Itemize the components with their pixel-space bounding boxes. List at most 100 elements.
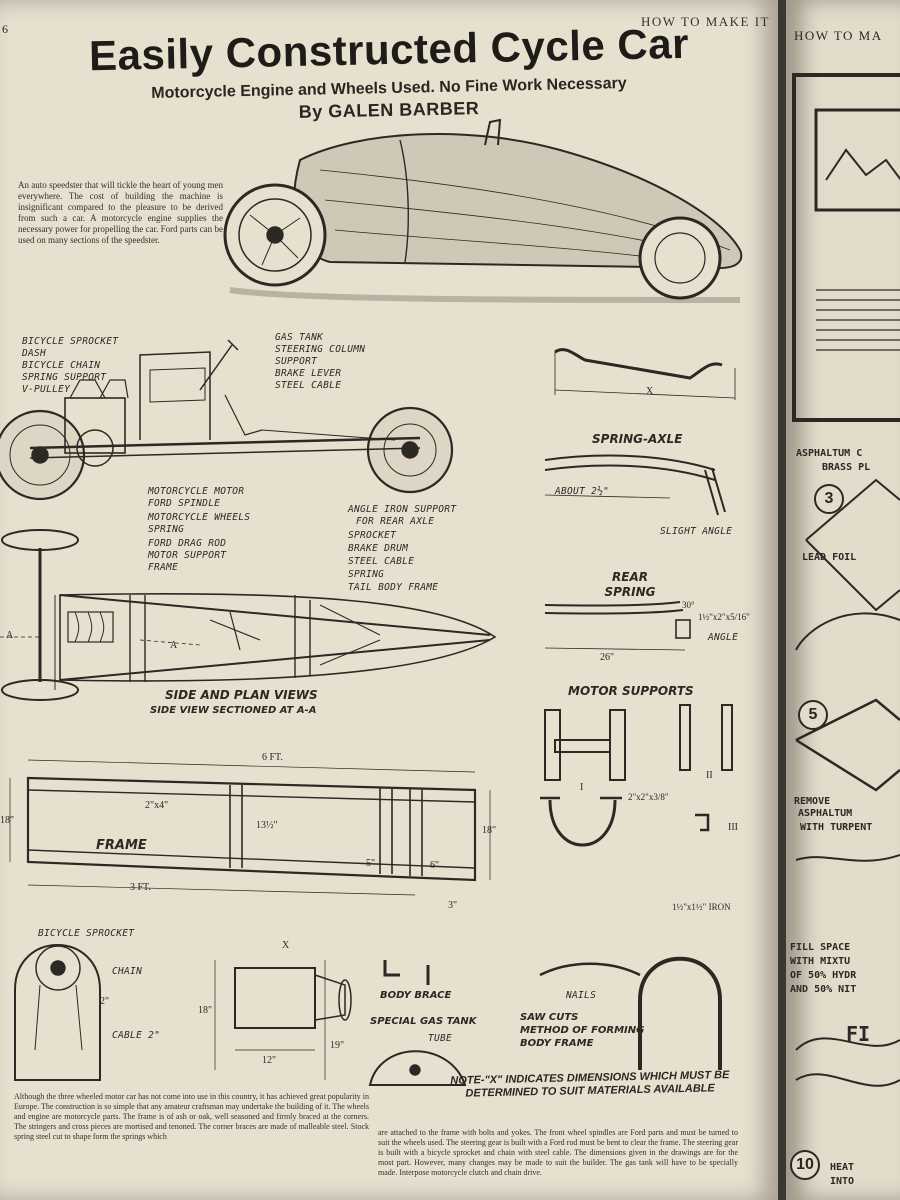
label-tail-body-frame: TAIL BODY FRAME xyxy=(348,582,439,593)
frame-length: 6 FT. xyxy=(262,752,283,763)
plan-view-drawing xyxy=(0,529,497,701)
section-mark-a-right: A xyxy=(170,640,178,651)
facing-label-brass: BRASS PL xyxy=(822,462,871,473)
rear-spring-angle: ANGLE xyxy=(708,632,739,643)
label-bicycle-sprocket: BICYCLE SPROCKET xyxy=(22,336,119,347)
facing-label-asphaltum: ASPHALTUM C xyxy=(796,448,863,459)
label-spring: SPRING xyxy=(148,524,185,535)
frame-title: FRAME xyxy=(96,838,147,853)
facing-label-asphaltum-2: ASPHALTUM xyxy=(798,808,853,819)
spring-axle-slight-angle: SLIGHT ANGLE xyxy=(660,526,733,537)
tube-label: TUBE xyxy=(428,1033,453,1044)
label-steering-column: STEERING COLUMN xyxy=(275,344,366,355)
intro-paragraph: An auto speedster that will tickle the h… xyxy=(18,180,223,245)
motor-supports-title: MOTOR SUPPORTS xyxy=(568,684,694,698)
motor-support-dim-1: 2"x2"x3/8" xyxy=(628,792,669,802)
label-motorcycle-motor: MOTORCYCLE MOTOR xyxy=(148,486,245,497)
facing-label-nit: AND 50% NIT xyxy=(790,984,857,995)
label-sprocket: SPROCKET xyxy=(348,530,397,541)
frame-width-mid: 13½" xyxy=(256,820,278,831)
section-mark-a-left: A xyxy=(6,630,14,641)
spring-axle-title: SPRING-AXLE xyxy=(592,432,683,446)
facing-step-10: 10 xyxy=(790,1150,820,1180)
label-brake-drum: BRAKE DRUM xyxy=(348,543,409,554)
facing-label-remove: REMOVE xyxy=(794,796,831,807)
label-angle-iron-support: ANGLE IRON SUPPORT xyxy=(348,504,457,515)
technical-drawings xyxy=(0,118,743,1086)
frame-bottom-length: 3 FT. xyxy=(130,882,151,893)
caption-side-view-sectioned: SIDE VIEW SECTIONED AT A-A xyxy=(150,705,317,716)
method-label: METHOD OF FORMING xyxy=(520,1025,645,1036)
label-steel-cable: STEEL CABLE xyxy=(275,380,342,391)
frame-width-right: 18" xyxy=(482,825,497,836)
facing-label-with-mixtu: WITH MIXTU xyxy=(790,956,851,967)
cycle-car-illustration xyxy=(223,118,743,303)
facing-step-5: 5 xyxy=(798,700,828,730)
label-spring-support: SPRING SUPPORT xyxy=(22,372,107,383)
label-dash: DASH xyxy=(22,348,47,359)
rear-spring-length: 26" xyxy=(600,652,615,663)
running-head: HOW TO MAKE IT xyxy=(641,14,770,29)
facing-label-fill-space: FILL SPACE xyxy=(790,942,851,953)
body-brace-label: BODY BRACE xyxy=(380,990,452,1001)
label-v-pulley: V-PULLEY xyxy=(22,384,71,395)
facing-label-into: INTO xyxy=(830,1176,855,1187)
label-brake-lever: BRAKE LEVER xyxy=(275,368,342,379)
label-ford-spindle: FORD SPINDLE xyxy=(148,498,221,509)
axle-x-label: X xyxy=(646,386,654,397)
caption-side-plan-views: SIDE AND PLAN VIEWS xyxy=(165,688,318,702)
frame-dim-3: 3" xyxy=(448,900,458,911)
side-view-drawing xyxy=(0,339,454,501)
tank-dim-12: 12" xyxy=(262,1055,277,1066)
label-ford-drag-rod: FORD DRAG ROD xyxy=(148,538,227,549)
label-support: SUPPORT xyxy=(275,356,318,367)
frame-drawing xyxy=(9,759,491,896)
special-gas-tank-label: SPECIAL GAS TANK xyxy=(370,1016,477,1027)
motor-support-iii: III xyxy=(728,822,738,833)
rear-spring-deg: 30° xyxy=(682,600,695,610)
label-steel-cable-2: STEEL CABLE xyxy=(348,556,415,567)
facing-page-illustrations xyxy=(792,73,900,1087)
tank-dim-19: 19" xyxy=(330,1040,345,1051)
facing-page: HOW TO MA ASPHALTUM C BRASS PL 3 LEAD FO… xyxy=(786,0,900,1200)
rear-spring-title: REAR SPRING xyxy=(604,570,656,599)
tank-dim-18: 18" xyxy=(198,1005,213,1016)
body-frame-label: BODY FRAME xyxy=(520,1038,594,1049)
label-gas-tank: GAS TANK xyxy=(275,332,324,343)
rear-spring-angle-dim: 1½"x2"x5/16" xyxy=(698,612,750,622)
body-text-right: are attached to the frame with bolts and… xyxy=(378,1128,738,1177)
tank-x-dim: X xyxy=(282,940,290,951)
facing-label-lead-foil: LEAD FOIL xyxy=(802,552,857,563)
body-text-left: Although the three wheeled motor car has… xyxy=(14,1092,369,1141)
page-number: 6 xyxy=(2,22,8,36)
motor-support-i: I xyxy=(580,782,584,793)
facing-running-head: HOW TO MA xyxy=(794,28,883,43)
frame-dim-5: 5" xyxy=(366,858,376,869)
label-for-rear-axle: FOR REAR AXLE xyxy=(356,516,435,527)
axle-drawings xyxy=(544,348,736,651)
facing-label-with-turpent: WITH TURPENT xyxy=(800,822,873,833)
facing-step-3: 3 xyxy=(814,484,844,514)
label-chain: CHAIN xyxy=(112,966,143,977)
magazine-page: 6 HOW TO MAKE IT Easily Constructed Cycl… xyxy=(0,0,778,1200)
facing-label-hydr: OF 50% HYDR xyxy=(790,970,857,981)
label-cable: CABLE 2" xyxy=(112,1030,161,1041)
label-frame: FRAME xyxy=(148,562,179,573)
nails-label: NAILS xyxy=(566,990,597,1001)
facing-label-fi: FI xyxy=(846,1022,871,1046)
facing-label-heat: HEAT xyxy=(830,1162,855,1173)
label-motor-support: MOTOR SUPPORT xyxy=(148,550,227,561)
label-two-in: 2" xyxy=(100,996,110,1007)
label-spring-2: SPRING xyxy=(348,569,385,580)
frame-wood: 2"x4" xyxy=(145,800,169,811)
motor-supports-drawing xyxy=(540,704,733,847)
frame-dim-6: 6" xyxy=(430,860,440,871)
label-motorcycle-wheels: MOTORCYCLE WHEELS xyxy=(148,512,251,523)
frame-width-left: 18" xyxy=(0,815,15,826)
label-bicycle-chain: BICYCLE CHAIN xyxy=(22,360,101,371)
lower-details-drawing xyxy=(14,944,722,1086)
spring-axle-about: ABOUT 2½" xyxy=(555,486,610,497)
motor-support-dim-2: 1½"x1½" IRON xyxy=(672,902,731,912)
saw-cuts-label: SAW CUTS xyxy=(520,1012,579,1023)
motor-support-ii: II xyxy=(706,770,713,781)
